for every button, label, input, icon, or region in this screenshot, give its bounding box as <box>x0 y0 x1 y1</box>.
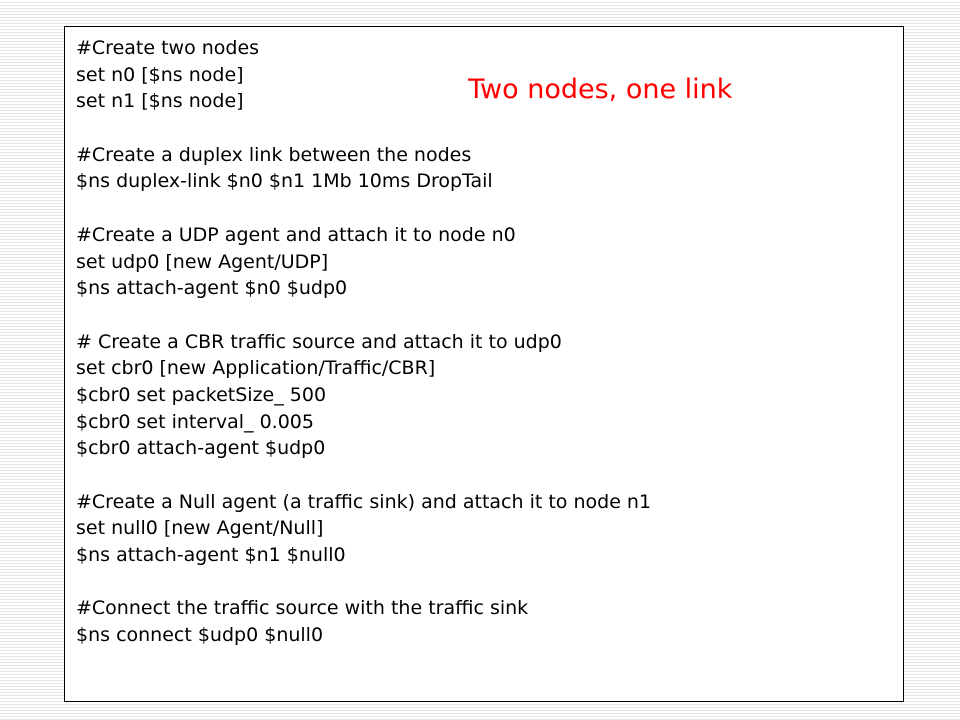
code-line: $ns connect $udp0 $null0 <box>76 624 324 647</box>
code-line <box>76 302 903 329</box>
code-line <box>76 462 903 489</box>
code-line: $ns attach-agent $n1 $null0 <box>76 544 346 567</box>
code-line: set cbr0 [new Application/Traffic/CBR] <box>76 357 436 380</box>
code-line <box>76 195 903 222</box>
code-line: #Create two nodes <box>76 37 260 59</box>
code-line: #Create a duplex link between the nodes <box>76 143 472 166</box>
code-line: set udp0 [new Agent/UDP] <box>76 250 329 273</box>
code-line <box>76 115 903 142</box>
code-line: $cbr0 set interval_ 0.005 <box>76 410 314 433</box>
code-line <box>76 569 903 596</box>
code-line: $cbr0 attach-agent $udp0 <box>76 437 326 460</box>
code-line: set n1 [$ns node] <box>76 90 244 113</box>
code-line: # Create a CBR traffic source and attach… <box>76 330 562 353</box>
code-line: $cbr0 set packetSize_ 500 <box>76 383 327 406</box>
slide-title: Two nodes, one link <box>468 74 733 105</box>
code-line: #Create a Null agent (a traffic sink) an… <box>76 490 652 513</box>
code-line: $ns attach-agent $n0 $udp0 <box>76 277 348 300</box>
code-listing-box: #Create two nodes set n0 [$ns node] set … <box>64 26 904 702</box>
code-line: #Connect the traffic source with the tra… <box>76 597 529 620</box>
code-line: $ns duplex-link $n0 $n1 1Mb 10ms DropTai… <box>76 170 493 193</box>
code-line: set n0 [$ns node] <box>76 63 244 86</box>
code-line: set null0 [new Agent/Null] <box>76 517 324 540</box>
code-line: #Create a UDP agent and attach it to nod… <box>76 223 516 246</box>
code-lines: #Create two nodes set n0 [$ns node] set … <box>76 35 903 649</box>
